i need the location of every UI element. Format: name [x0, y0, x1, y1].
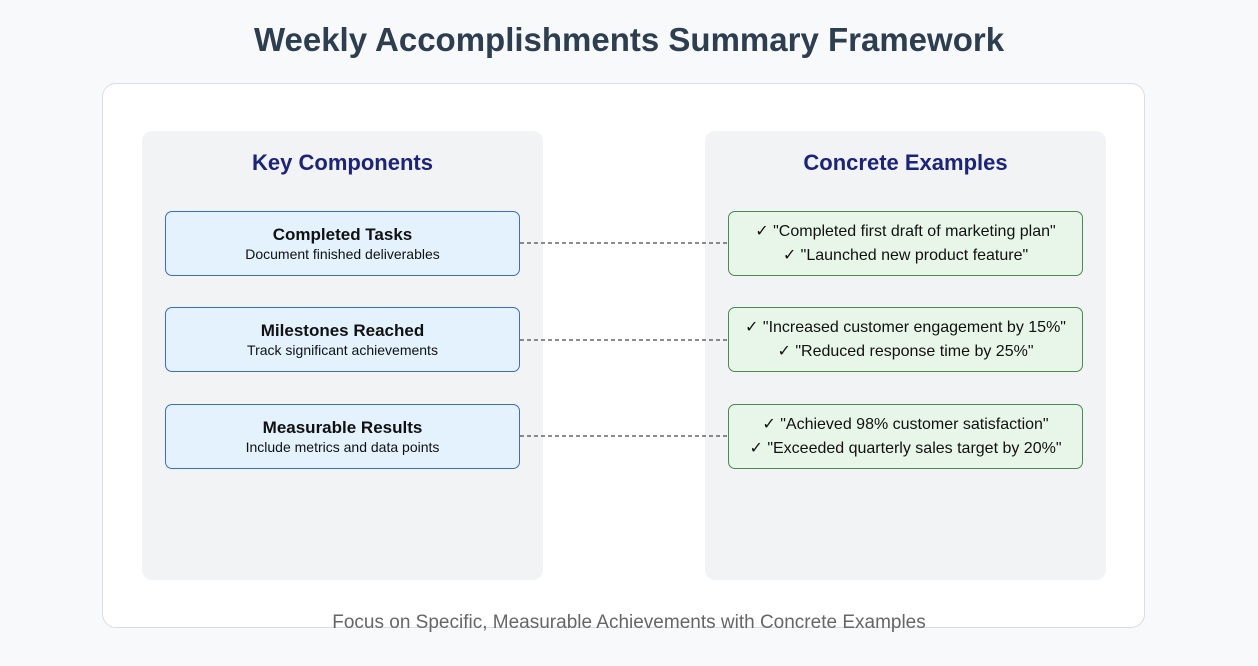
component-box-measurable-results: Measurable Results Include metrics and d…: [165, 404, 520, 469]
example-line: ✓ "Achieved 98% customer satisfaction": [762, 415, 1049, 433]
footer-caption: Focus on Specific, Measurable Achievemen…: [332, 612, 926, 633]
component-description: Document finished deliverables: [245, 246, 440, 262]
concrete-examples-title: Concrete Examples: [803, 150, 1008, 175]
component-name: Measurable Results: [262, 418, 423, 437]
key-components-title: Key Components: [252, 150, 433, 175]
example-line: ✓ "Completed first draft of marketing pl…: [755, 222, 1056, 240]
example-box-milestones-reached: ✓ "Increased customer engagement by 15%"…: [728, 307, 1083, 372]
example-line: ✓ "Launched new product feature": [782, 246, 1029, 264]
example-line: ✓ "Exceeded quarterly sales target by 20…: [749, 439, 1062, 457]
example-box-measurable-results: ✓ "Achieved 98% customer satisfaction" ✓…: [728, 404, 1083, 469]
example-line: ✓ "Increased customer engagement by 15%": [745, 318, 1066, 336]
component-name: Milestones Reached: [260, 321, 425, 340]
component-name: Completed Tasks: [272, 225, 413, 244]
page-title: Weekly Accomplishments Summary Framework: [253, 21, 1005, 58]
example-box-completed-tasks: ✓ "Completed first draft of marketing pl…: [728, 211, 1083, 276]
component-description: Include metrics and data points: [245, 439, 440, 455]
component-description: Track significant achievements: [247, 342, 438, 358]
example-line: ✓ "Reduced response time by 25%": [777, 342, 1034, 360]
component-box-milestones-reached: Milestones Reached Track significant ach…: [165, 307, 520, 372]
component-box-completed-tasks: Completed Tasks Document finished delive…: [165, 211, 520, 276]
